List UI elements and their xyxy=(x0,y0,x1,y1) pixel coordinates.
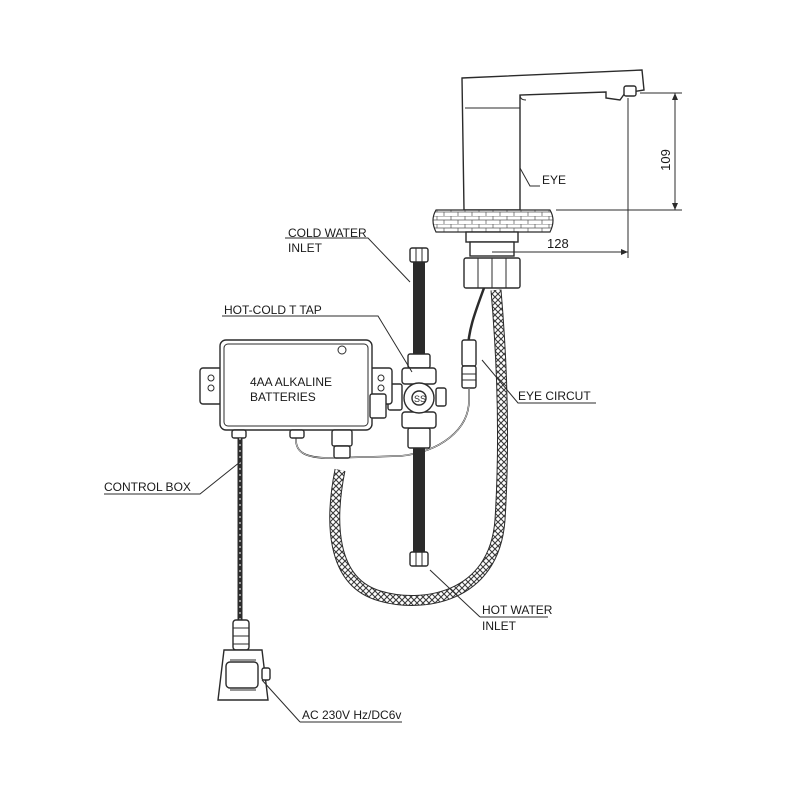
cold-water-inlet-label-1: COLD WATER xyxy=(288,226,367,240)
hot-cold-t-tap: SS xyxy=(387,367,447,429)
svg-text:SS: SS xyxy=(414,394,426,404)
inlet-hose xyxy=(407,247,431,567)
leader-lines xyxy=(104,167,596,723)
control-box-label: CONTROL BOX xyxy=(104,480,191,494)
mounting-nut xyxy=(463,231,521,289)
eye-circuit-label: EYE CIRCUT xyxy=(518,389,591,403)
power-plug xyxy=(217,649,271,701)
power-cable xyxy=(232,438,250,651)
hot-water-inlet-label-1: HOT WATER xyxy=(482,603,553,617)
batteries-label-2: BATTERIES xyxy=(250,390,316,404)
faucet xyxy=(461,69,645,211)
reach-dimension-text: 128 xyxy=(547,236,569,251)
faucet-supply-hose xyxy=(329,289,509,606)
countertop xyxy=(432,209,554,233)
height-dimension-text: 109 xyxy=(658,149,673,171)
control-box xyxy=(199,339,393,459)
eye-circuit-cable xyxy=(295,287,486,459)
cold-water-inlet-label-2: INLET xyxy=(288,241,323,255)
dimension-reach: 128 xyxy=(492,98,629,258)
hot-water-inlet-label-2: INLET xyxy=(482,619,517,633)
hot-cold-t-tap-label: HOT-COLD T TAP xyxy=(224,303,322,317)
dimension-height: 109 xyxy=(556,92,682,211)
power-supply-label: AC 230V Hz/DC6v xyxy=(302,708,401,722)
eye-label: EYE xyxy=(542,173,566,187)
batteries-label-1: 4AA ALKALINE xyxy=(250,375,332,389)
